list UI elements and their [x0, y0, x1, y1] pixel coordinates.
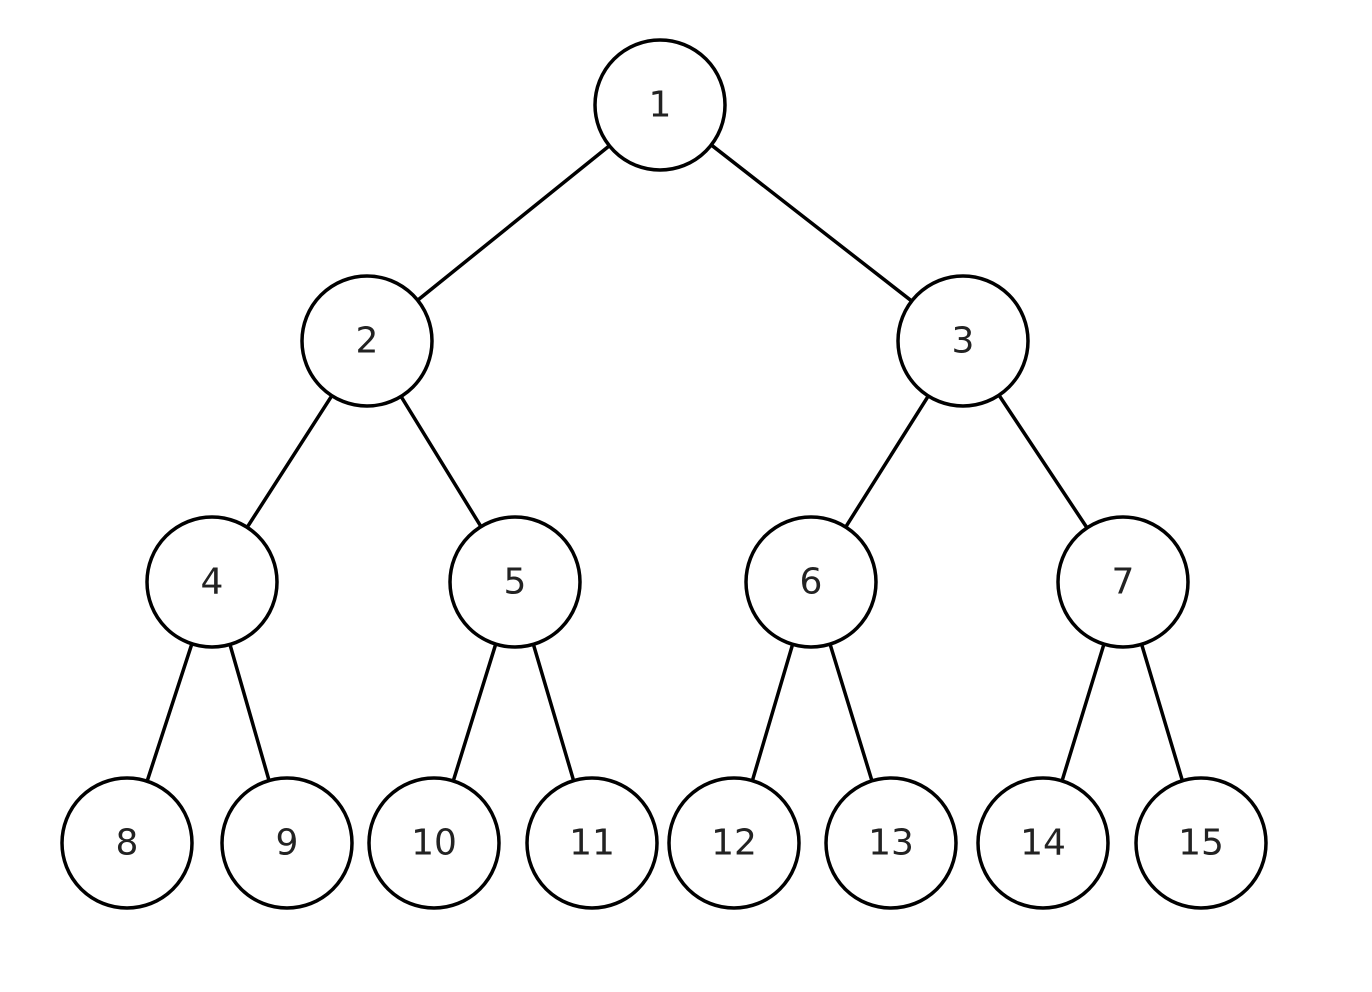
node-label: 13 — [868, 823, 914, 864]
edge-1-2 — [415, 144, 612, 302]
node-label: 14 — [1020, 823, 1066, 864]
tree-node-6: 6 — [744, 515, 878, 649]
tree-node-1: 1 — [593, 38, 727, 172]
node-circle — [60, 776, 194, 910]
node-label: 15 — [1178, 823, 1224, 864]
edge-2-5 — [399, 394, 483, 529]
edge-5-10 — [451, 642, 498, 783]
node-label: 8 — [116, 823, 139, 864]
node-circle — [744, 515, 878, 649]
node-circle — [896, 274, 1030, 408]
tree-node-13: 13 — [824, 776, 958, 910]
edge-2-4 — [245, 393, 334, 530]
tree-node-9: 9 — [220, 776, 354, 910]
node-label: 3 — [952, 321, 975, 362]
node-label: 6 — [800, 562, 823, 603]
edge-4-9 — [228, 642, 271, 783]
edge-1-3 — [709, 143, 914, 303]
node-circle — [593, 38, 727, 172]
node-circle — [448, 515, 582, 649]
edge-7-15 — [1139, 642, 1185, 783]
node-circle — [220, 776, 354, 910]
node-circle — [525, 776, 659, 910]
node-label: 4 — [201, 562, 224, 603]
node-label: 10 — [411, 823, 457, 864]
node-label: 9 — [276, 823, 299, 864]
node-circle — [1134, 776, 1268, 910]
tree-node-14: 14 — [976, 776, 1110, 910]
tree-node-10: 10 — [367, 776, 501, 910]
tree-node-5: 5 — [448, 515, 582, 649]
node-label: 11 — [569, 823, 615, 864]
node-label: 12 — [711, 823, 757, 864]
node-label: 5 — [504, 562, 527, 603]
node-circle — [145, 515, 279, 649]
node-circle — [976, 776, 1110, 910]
tree-node-4: 4 — [145, 515, 279, 649]
edge-3-7 — [997, 393, 1089, 530]
tree-node-8: 8 — [60, 776, 194, 910]
edge-6-12 — [750, 642, 795, 783]
tree-node-11: 11 — [525, 776, 659, 910]
edge-7-14 — [1060, 642, 1106, 783]
edge-6-13 — [828, 642, 874, 783]
tree-node-12: 12 — [667, 776, 801, 910]
edge-4-8 — [145, 642, 194, 783]
node-circle — [300, 274, 434, 408]
edge-5-11 — [531, 642, 576, 783]
node-circle — [824, 776, 958, 910]
node-circle — [1056, 515, 1190, 649]
edges-layer — [145, 143, 1185, 783]
tree-node-15: 15 — [1134, 776, 1268, 910]
node-circle — [667, 776, 801, 910]
tree-node-3: 3 — [896, 274, 1030, 408]
node-label: 2 — [356, 321, 379, 362]
node-circle — [367, 776, 501, 910]
node-label: 7 — [1112, 562, 1135, 603]
node-label: 1 — [649, 85, 672, 126]
edge-3-6 — [843, 394, 931, 529]
tree-node-7: 7 — [1056, 515, 1190, 649]
tree-node-2: 2 — [300, 274, 434, 408]
